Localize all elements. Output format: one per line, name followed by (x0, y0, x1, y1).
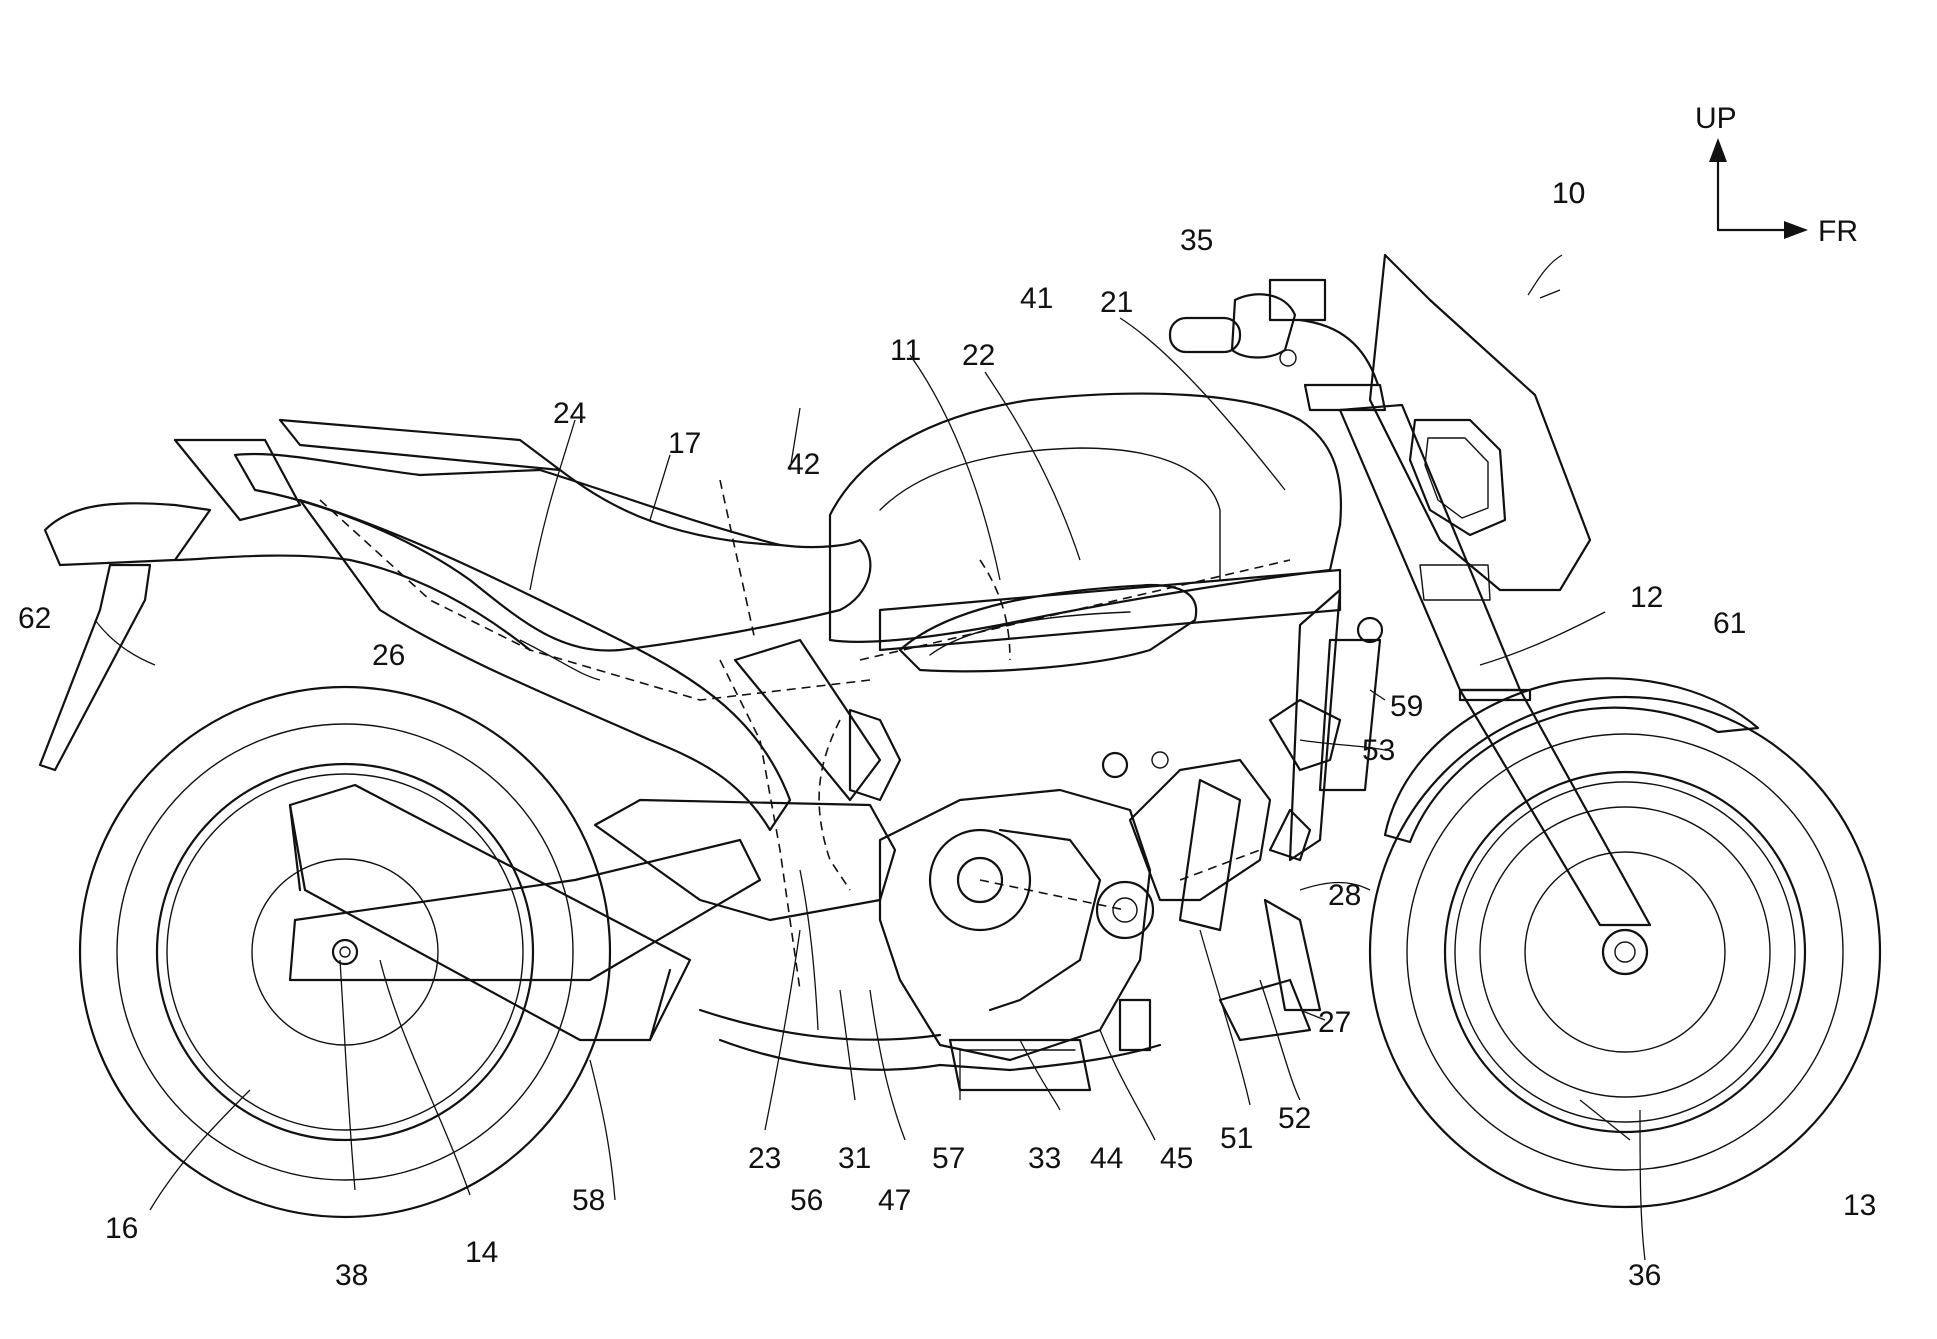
label-14: 14 (465, 1236, 498, 1269)
label-53: 53 (1362, 734, 1395, 767)
label-24: 24 (553, 397, 586, 430)
label-47: 47 (878, 1184, 911, 1217)
label-56: 56 (790, 1184, 823, 1217)
label-38: 38 (335, 1259, 368, 1292)
front-direction-label: FR (1818, 215, 1858, 248)
label-12: 12 (1630, 581, 1663, 614)
fuel-tank (828, 392, 1342, 673)
label-36: 36 (1628, 1259, 1661, 1292)
label-21: 21 (1100, 286, 1133, 319)
label-16: 16 (105, 1212, 138, 1245)
hidden-lines (319, 479, 1291, 991)
headlight-cowl (1368, 253, 1592, 592)
label-17: 17 (668, 427, 701, 460)
orientation-indicator: UP FR (1695, 102, 1858, 248)
label-35: 35 (1180, 224, 1213, 257)
label-58: 58 (572, 1184, 605, 1217)
exhaust-pipe (698, 1008, 1162, 1072)
engine (878, 751, 1272, 1092)
rear-fender-bracket (38, 563, 152, 772)
label-26: 26 (372, 639, 405, 672)
front-fender (1383, 677, 1760, 844)
frame-mid (848, 698, 1342, 862)
reference-labels: 10 10 35 41 21 11 22 24 17 42 12 61 62 2… (18, 177, 1876, 1292)
label-61: 61 (1713, 607, 1746, 640)
front-fork (1303, 383, 1652, 927)
handlebar (1168, 278, 1380, 387)
label-13: 13 (1843, 1189, 1876, 1222)
tail-section (43, 438, 532, 652)
label-33: 33 (1028, 1142, 1061, 1175)
label-59: 59 (1390, 690, 1423, 723)
label-44: 44 (1090, 1142, 1123, 1175)
swingarm (288, 798, 897, 982)
label-11: 11 (890, 334, 921, 367)
frame-downtube (1218, 588, 1342, 1042)
label-52: 52 (1278, 1102, 1311, 1135)
rear-wheel (78, 685, 612, 1219)
label-45: 45 (1160, 1142, 1193, 1175)
label-28: 28 (1328, 879, 1361, 912)
label-42: 42 (787, 448, 820, 481)
label-41: 41 (1020, 282, 1053, 315)
label-10: 10 (1552, 177, 1585, 210)
shock-absorber (1318, 616, 1384, 792)
label-23: 23 (748, 1142, 781, 1175)
label-57: 57 (932, 1142, 965, 1175)
label-31: 31 (838, 1142, 871, 1175)
leader-lines (94, 254, 1646, 1261)
up-direction-label: UP (1695, 102, 1737, 135)
label-22: 22 (962, 339, 995, 372)
label-27: 27 (1318, 1006, 1351, 1039)
seat (233, 418, 872, 652)
label-62: 62 (18, 602, 51, 635)
front-wheel (1368, 695, 1882, 1209)
muffler (288, 783, 692, 1042)
label-10: 10 (1552, 177, 1585, 210)
label-51: 51 (1220, 1122, 1253, 1155)
